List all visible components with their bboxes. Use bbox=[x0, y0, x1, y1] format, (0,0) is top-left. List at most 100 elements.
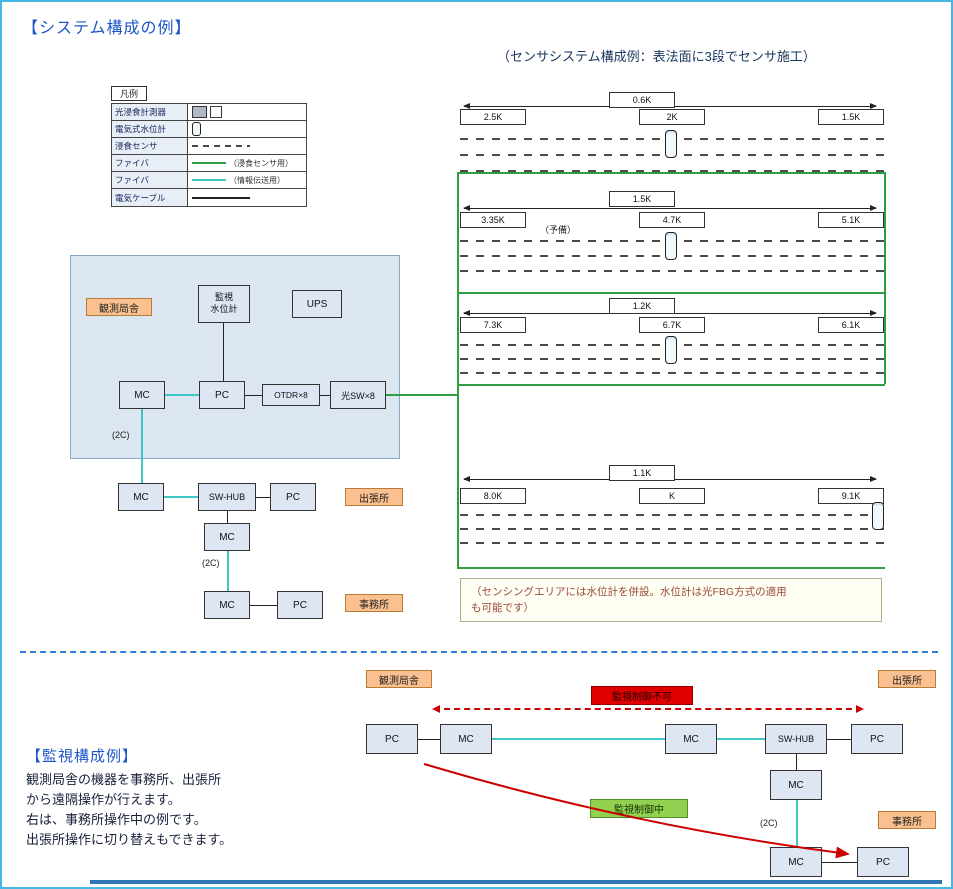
legend-row: 電気式水位計 bbox=[112, 121, 306, 138]
otdr-node: OTDR×8 bbox=[262, 384, 320, 406]
legend-label: 電気式水位計 bbox=[112, 121, 188, 137]
cable-count-label: (2C) bbox=[202, 558, 220, 568]
chainage-label: 2.5K bbox=[460, 109, 526, 125]
span-label: 0.6K bbox=[609, 92, 675, 108]
monitor-pc1-node: PC bbox=[366, 724, 418, 754]
section-separator bbox=[20, 651, 938, 653]
chainage-label: 6.1K bbox=[818, 317, 884, 333]
branch-mc-node: MC bbox=[118, 483, 164, 511]
chainage-label: 3.35K bbox=[460, 212, 526, 228]
spare-label: （予備） bbox=[540, 225, 577, 235]
fiber-info-line bbox=[492, 738, 665, 740]
water-level-gauge-icon bbox=[665, 130, 677, 158]
page-title: 【システム構成の例】 bbox=[22, 20, 192, 37]
chainage-label: 7.3K bbox=[460, 317, 526, 333]
span-label: 1.2K bbox=[609, 298, 675, 314]
fiber-sensor-line bbox=[457, 384, 885, 386]
fiber-sensor-line bbox=[457, 172, 459, 567]
chainage-label: 2K bbox=[639, 109, 705, 125]
monitor-office-label: 事務所 bbox=[878, 811, 936, 829]
sensor-system-heading: （センサシステム構成例：表法面に3段でセンサ施工） bbox=[497, 49, 816, 64]
electric-cable-line-icon bbox=[192, 196, 250, 199]
legend-row: 浸食センサ bbox=[112, 138, 306, 155]
monitor-branch-label: 出張所 bbox=[878, 670, 936, 688]
erosion-meter-unit-icon bbox=[210, 106, 222, 118]
monitor-mc4-node: MC bbox=[770, 847, 822, 877]
erosion-sensor-line bbox=[460, 528, 884, 530]
legend-row: ファイバ （浸食センサ用） bbox=[112, 155, 306, 172]
station-label: 観測局舎 bbox=[86, 298, 152, 316]
span-label: 1.5K bbox=[609, 191, 675, 207]
connector-line bbox=[822, 862, 857, 863]
no-control-arrow bbox=[432, 705, 864, 713]
legend-title: 凡例 bbox=[111, 86, 147, 101]
station-pc-node: PC bbox=[199, 381, 245, 409]
monitor-mc2-node: MC bbox=[665, 724, 717, 754]
legend-label: 電気ケーブル bbox=[112, 189, 188, 206]
fiber-green-line-icon bbox=[192, 162, 226, 164]
monitor-hub-node: SW-HUB bbox=[765, 724, 827, 754]
fiber-sensor-line bbox=[457, 172, 885, 174]
erosion-meter-icon bbox=[192, 106, 207, 118]
legend: 光浸食計測器 電気式水位計 浸食センサ ファイバ （浸食センサ用） ファイバ （… bbox=[111, 103, 307, 207]
erosion-sensor-line bbox=[460, 514, 884, 516]
water-gauge-node: 監視 水位計 bbox=[198, 285, 250, 323]
span-label: 1.1K bbox=[609, 465, 675, 481]
chainage-label: 5.1K bbox=[818, 212, 884, 228]
water-level-gauge-icon bbox=[665, 232, 677, 260]
bottom-bar bbox=[90, 880, 942, 884]
connector-line bbox=[320, 395, 330, 396]
branch-pc-node: PC bbox=[270, 483, 316, 511]
monitor-pc2-node: PC bbox=[851, 724, 903, 754]
ups-node: UPS bbox=[292, 290, 342, 318]
water-level-gauge-icon bbox=[872, 502, 884, 530]
cable-count-label: (2C) bbox=[760, 818, 778, 828]
fiber-info-line bbox=[796, 800, 798, 847]
office-mc-node: MC bbox=[204, 591, 250, 619]
legend-row: 光浸食計測器 bbox=[112, 104, 306, 121]
connector-line bbox=[223, 323, 224, 381]
measure-arrow bbox=[463, 205, 877, 211]
fiber-info-line bbox=[141, 409, 143, 483]
fiber-info-line bbox=[165, 394, 199, 396]
monitor-mc1-node: MC bbox=[440, 724, 492, 754]
legend-row: 電気ケーブル bbox=[112, 189, 306, 206]
erosion-sensor-line bbox=[460, 372, 884, 374]
chainage-label: 6.7K bbox=[639, 317, 705, 333]
erosion-sensor-line bbox=[460, 170, 884, 172]
branch-hub-node: SW-HUB bbox=[198, 483, 256, 511]
fiber-sensor-line bbox=[386, 394, 457, 396]
connector-line bbox=[250, 605, 277, 606]
sensing-note: （センシングエリアには水位計を併設。水位計は光FBG方式の適用 も可能です） bbox=[460, 578, 882, 622]
monitor-pc3-node: PC bbox=[857, 847, 909, 877]
connector-line bbox=[827, 739, 851, 740]
legend-label: ファイバ bbox=[112, 172, 188, 188]
chainage-label: 4.7K bbox=[639, 212, 705, 228]
branch-mc2-node: MC bbox=[204, 523, 250, 551]
erosion-sensor-line bbox=[460, 270, 884, 272]
legend-row: ファイバ （情報伝送用） bbox=[112, 172, 306, 189]
connector-line bbox=[418, 739, 440, 740]
water-gauge-icon bbox=[192, 122, 201, 136]
chainage-label: 9.1K bbox=[818, 488, 884, 504]
cable-count-label: (2C) bbox=[112, 430, 130, 440]
chainage-label: K bbox=[639, 488, 705, 504]
erosion-sensor-line bbox=[460, 542, 884, 544]
monitor-title: 【監視構成例】 bbox=[26, 748, 139, 765]
no-control-badge: 監視制御不可 bbox=[591, 686, 693, 705]
fiber-sensor-line bbox=[457, 292, 885, 294]
fiber-sensor-line bbox=[457, 567, 885, 569]
station-mc-node: MC bbox=[119, 381, 165, 409]
legend-label: ファイバ bbox=[112, 155, 188, 171]
in-control-badge: 監視制御中 bbox=[590, 799, 688, 818]
connector-line bbox=[256, 497, 270, 498]
chainage-label: 1.5K bbox=[818, 109, 884, 125]
chainage-label: 8.0K bbox=[460, 488, 526, 504]
monitor-station-label: 観測局舎 bbox=[366, 670, 432, 688]
legend-label: 浸食センサ bbox=[112, 138, 188, 154]
office-label: 事務所 bbox=[345, 594, 403, 612]
legend-label: 光浸食計測器 bbox=[112, 104, 188, 120]
office-pc-node: PC bbox=[277, 591, 323, 619]
optical-switch-node: 光SW×8 bbox=[330, 381, 386, 409]
